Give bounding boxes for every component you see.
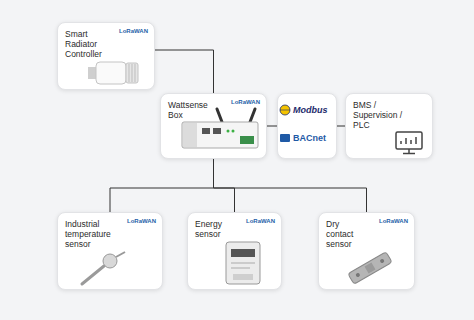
sensor-box: Industrial temperature sensorLoRaWAN: [57, 212, 163, 290]
connector-line: [214, 159, 367, 212]
connector-line: [267, 126, 277, 127]
protocol-badge: LoRaWAN: [378, 218, 409, 225]
node-title: Dry contact sensor: [326, 219, 362, 249]
radiator-valve-illustration: [88, 62, 138, 84]
protocol-logos: [280, 105, 290, 142]
protocol-badge: LoRaWAN: [126, 218, 157, 225]
dry-contact-illustration: [348, 252, 392, 284]
monitor-icon: [396, 132, 422, 154]
connector-line: [155, 50, 214, 93]
protocol-name: Modbus: [293, 105, 328, 115]
protocol-badge: LoRaWAN: [245, 218, 276, 225]
protocol-box: ModbusBACnet: [277, 93, 337, 159]
gateway-box: Wattsense Box LoRaWAN: [160, 93, 267, 159]
protocol-badge: LoRaWAN: [118, 28, 149, 35]
temperature-probe-illustration: [82, 252, 125, 284]
device-box: Smart Radiator Controller LoRaWAN: [57, 22, 155, 90]
sensor-box: Energy sensor LoRaWAN: [187, 212, 282, 290]
protocol-badge: LoRaWAN: [230, 99, 261, 106]
connector-line: [337, 126, 345, 127]
node-title: BMS / Supervision / PLC: [353, 100, 415, 130]
connector-line: [214, 159, 235, 212]
gateway-device-illustration: [182, 109, 258, 148]
node-title: Wattsense Box: [168, 100, 218, 120]
protocol-name: BACnet: [293, 133, 326, 143]
node-title: Industrial temperature sensor: [65, 219, 123, 249]
node-title: Smart Radiator Controller: [65, 29, 110, 59]
connector-line: [110, 159, 214, 212]
supervision-box: BMS / Supervision / PLC: [345, 93, 433, 159]
sensor-box: Dry contact sensor LoRaWAN: [318, 212, 415, 290]
energy-meter-illustration: [226, 242, 260, 284]
node-title: Energy sensor: [195, 219, 235, 239]
